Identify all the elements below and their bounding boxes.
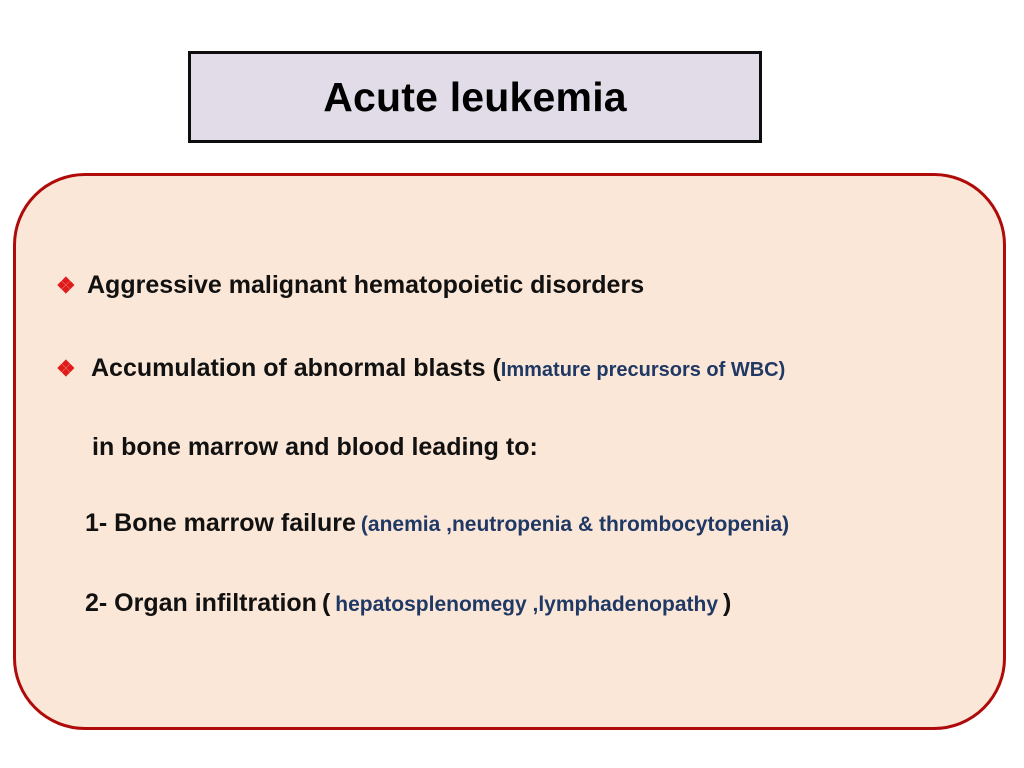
list-item-text: Accumulation of abnormal blasts ( <box>91 354 501 382</box>
diamond-bullet-icon: ❖ <box>56 273 76 298</box>
list-item-text: 1- Bone marrow failure <box>85 509 356 537</box>
list-item-annotation: Immature precursors of WBC) <box>500 359 786 381</box>
page-title: Acute leukemia <box>323 73 627 120</box>
list-item-annotation: hepatosplenomegy ,lymphadenopathy <box>335 593 719 616</box>
bullet-list: ❖ Aggressive malignant hematopoietic dis… <box>56 271 973 618</box>
list-item-annotation: (anemia ,neutropenia & thrombocytopenia) <box>360 513 790 536</box>
list-item: ❖ Accumulation of abnormal blasts ( Imma… <box>56 354 973 383</box>
diamond-bullet-icon: ❖ <box>56 356 76 381</box>
list-item-text: in bone marrow and blood leading to: <box>92 433 538 461</box>
paren-close: ) <box>723 589 732 617</box>
list-item-text: Aggressive malignant hematopoietic disor… <box>87 271 645 299</box>
list-item-text: 2- Organ infiltration <box>85 589 317 617</box>
list-item: 2- Organ infiltration ( hepatosplenomegy… <box>56 589 973 618</box>
list-item: in bone marrow and blood leading to: <box>56 433 973 462</box>
title-box: Acute leukemia <box>188 51 762 143</box>
list-item: 1- Bone marrow failure (anemia ,neutrope… <box>56 509 973 538</box>
paren-open: ( <box>321 589 331 617</box>
content-panel: ❖ Aggressive malignant hematopoietic dis… <box>13 173 1006 730</box>
list-item: ❖ Aggressive malignant hematopoietic dis… <box>56 271 973 300</box>
